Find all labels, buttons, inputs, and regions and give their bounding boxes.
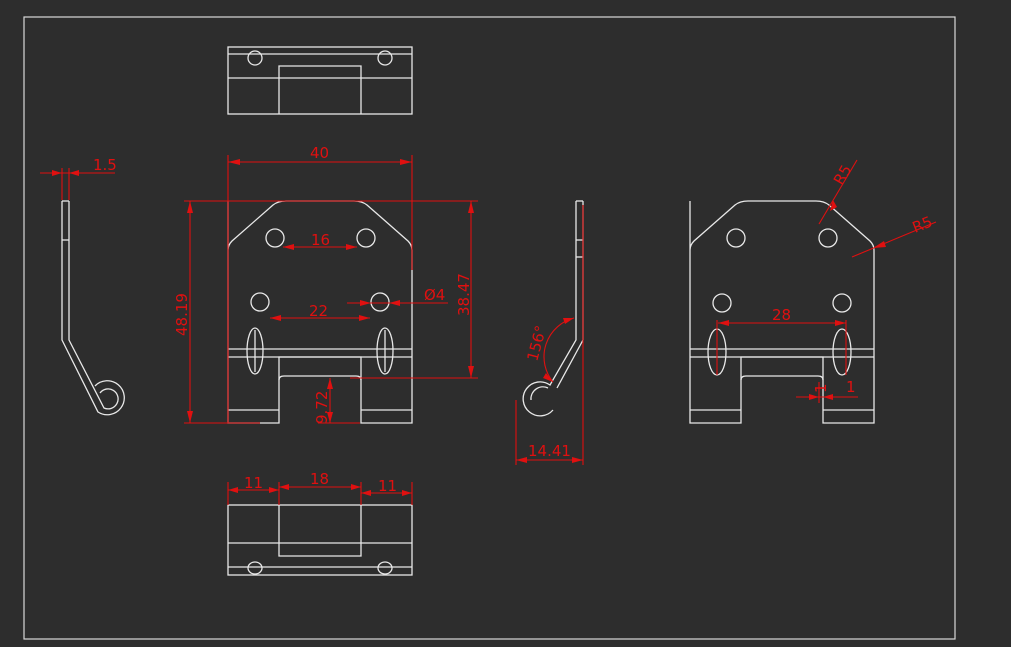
pin-spacing-label: 28 xyxy=(772,306,791,324)
leg-right-label: 11 xyxy=(378,477,397,495)
height-label: 48.19 xyxy=(173,293,191,336)
radius-2-label: R5 xyxy=(910,213,935,237)
lower-hole-spacing-label: 22 xyxy=(309,302,328,320)
front-view xyxy=(227,200,413,424)
radius-1-label: R5 xyxy=(830,162,856,188)
profile-view: 156° 14.41 xyxy=(515,200,584,465)
leg-left-label: 11 xyxy=(244,474,263,492)
center-width-label: 18 xyxy=(310,470,329,488)
gap-2-label: 1 xyxy=(846,378,856,396)
bottom-view: 11 18 11 xyxy=(227,470,413,576)
front-view-dimensions: 40 48.19 38.47 16 22 Ø4 9.72 xyxy=(173,144,478,424)
slot-depth-label: 9.72 xyxy=(313,391,331,424)
top-view xyxy=(227,46,413,115)
rear-view xyxy=(689,200,875,424)
rear-view-dimensions: R5 R5 28 1 1 xyxy=(718,159,937,403)
left-side-view: 1.5 xyxy=(40,156,125,416)
hook-depth-label: 14.41 xyxy=(528,442,571,460)
thickness-label: 1.5 xyxy=(93,156,117,174)
hole-diameter-label: Ø4 xyxy=(424,286,445,304)
top-hole-spacing-label: 16 xyxy=(311,231,330,249)
drawing-border xyxy=(23,16,956,640)
width-label: 40 xyxy=(310,144,329,162)
knuckle-height-label: 38.47 xyxy=(455,273,473,316)
gap-1-label: 1 xyxy=(812,383,830,393)
